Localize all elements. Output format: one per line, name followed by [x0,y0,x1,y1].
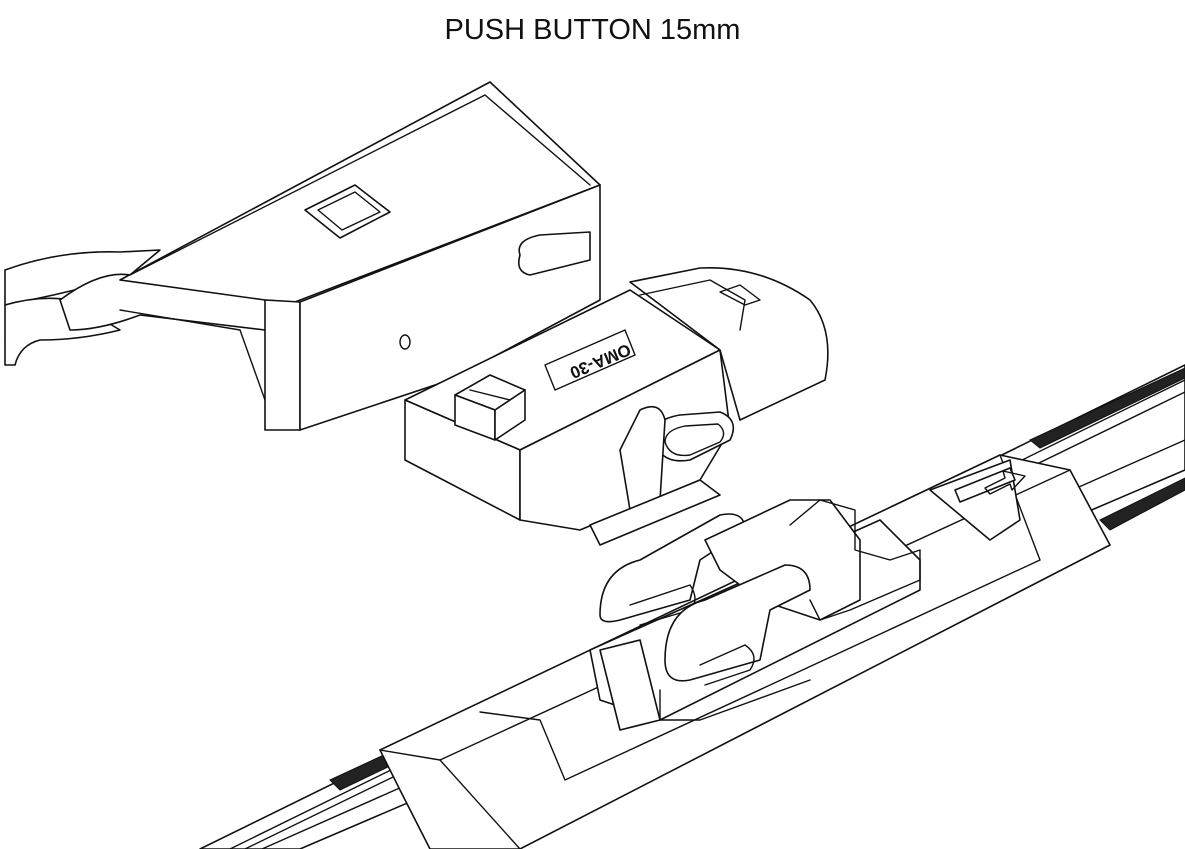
diagram-title: PUSH BUTTON 15mm [444,14,741,46]
adapter-label-plate [544,329,636,391]
locking-clips [599,499,921,721]
arrow-icon [719,284,761,306]
arrow-right-icon [954,467,1016,503]
wiper-arm [4,81,601,431]
push-button-adapter: OMA-30 [404,266,829,546]
